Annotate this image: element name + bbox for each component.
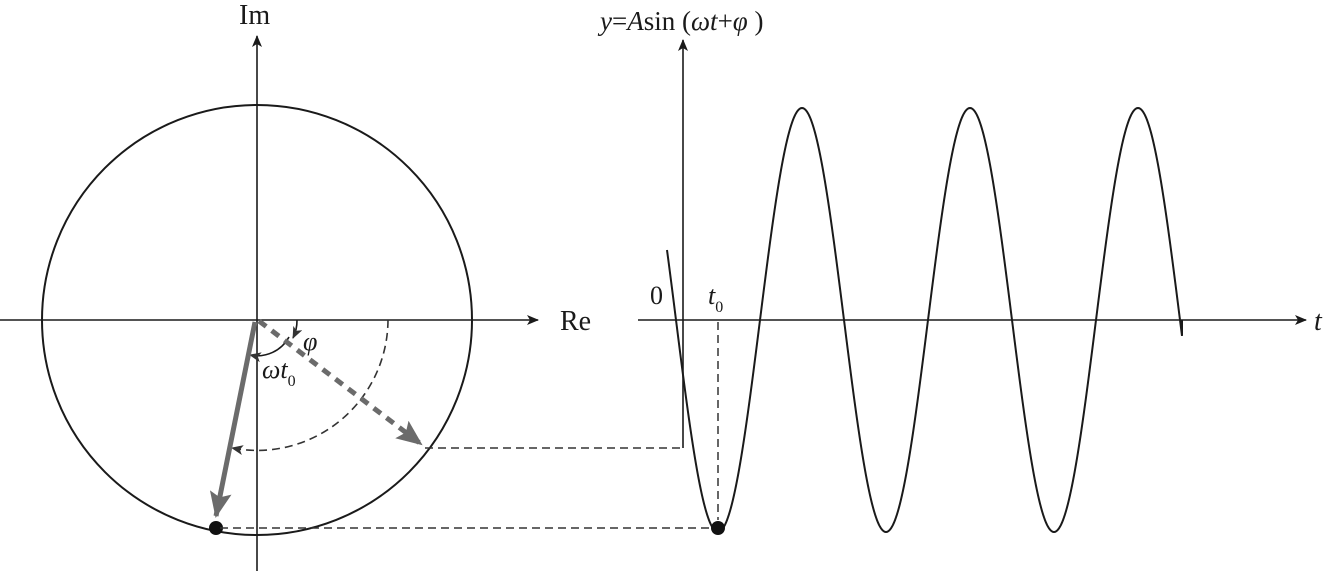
sine-wave-curve (666, 106, 1183, 534)
wt0-angle-arc (249, 336, 290, 363)
waveform-t0-point (711, 521, 725, 535)
phi-angle-arc (292, 319, 303, 339)
waveform-equation-title: y=Asin (ωt+φ ) (597, 6, 763, 36)
rotation-arc (231, 319, 389, 455)
initial-phasor-arrow (257, 319, 423, 446)
time-axis-label: t (1314, 306, 1323, 337)
projection-lines (220, 322, 719, 529)
phasor-at-t0-arrow (209, 321, 258, 518)
imag-axis-label: Im (239, 0, 270, 31)
waveform-panel: y=Asin (ωt+φ ) 0 t0 t (597, 6, 1323, 535)
phi-angle-label: φ (303, 327, 317, 356)
phasor-panel: Im Re φ ωt0 (0, 0, 591, 571)
real-axis-label: Re (560, 306, 591, 337)
phasor-tip-point (209, 521, 223, 535)
wt0-angle-label: ωt0 (262, 355, 296, 390)
t0-label: t0 (708, 281, 723, 316)
origin-label: 0 (650, 281, 663, 310)
